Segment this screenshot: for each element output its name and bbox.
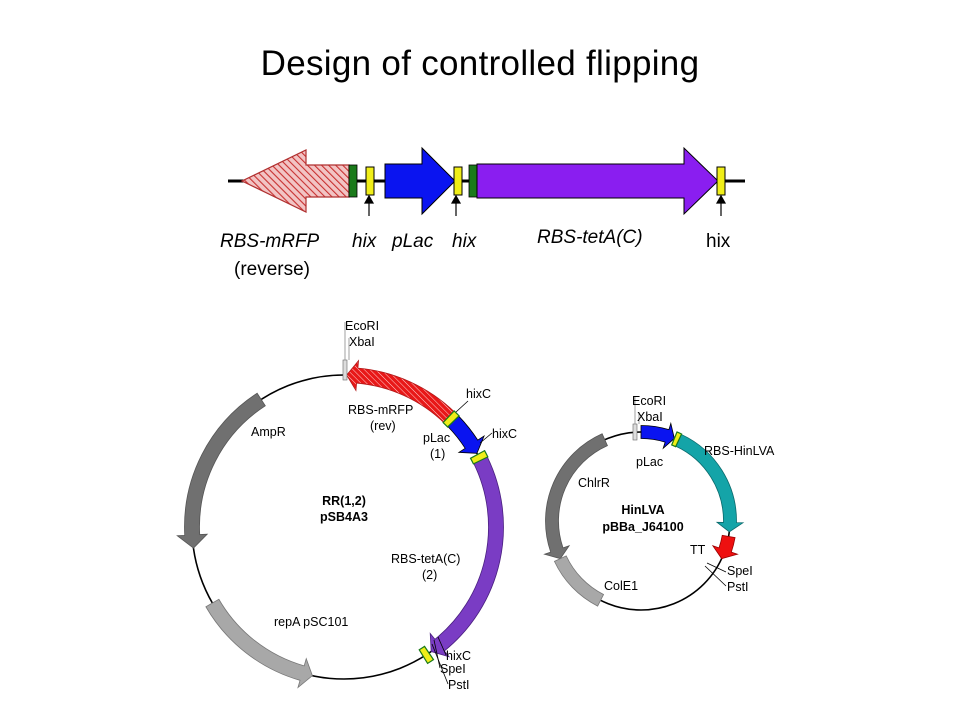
left-rev-label: (rev)	[370, 419, 396, 433]
left-psti-label: PstI	[448, 678, 470, 692]
label-plac: pLac	[391, 231, 434, 252]
left-spei-label: SpeI	[440, 662, 466, 676]
hinlva-arrow	[675, 433, 745, 533]
rbs-site-right	[670, 431, 683, 448]
psti-leader	[431, 643, 449, 685]
rbs-block-1	[348, 164, 358, 198]
right-tt-label: TT	[690, 543, 706, 557]
right-ecori-label: EcoRI	[632, 394, 666, 408]
left-hixc-mid-label: hixC	[492, 427, 517, 441]
label-rbs-teta: RBS-tetA(C)	[537, 227, 643, 248]
label-rbs-mrfp: RBS-mRFP	[220, 231, 320, 252]
hixc-mid-leader	[479, 432, 493, 444]
right-rbs-hinlva-label: RBS-HinLVA	[704, 444, 775, 458]
plac-arrow	[384, 146, 456, 216]
left-xbai-label: XbaI	[349, 335, 375, 349]
rbs-block-2	[468, 164, 478, 198]
spei-leader	[433, 639, 441, 669]
teta-arrow	[476, 146, 719, 216]
right-ecori-site-marker	[632, 423, 638, 441]
hixc-site-mid	[469, 449, 489, 465]
left-rbs-mrfp-label: RBS-mRFP	[348, 403, 413, 417]
chlrr-arrow	[543, 433, 608, 560]
cole1-arrow	[553, 555, 605, 607]
hix-block-2	[453, 166, 463, 196]
plac-right-arrow	[640, 421, 675, 450]
label-hix-3: hix	[706, 231, 731, 252]
hix-block-1	[365, 166, 375, 196]
label-reverse: (reverse)	[234, 259, 310, 280]
left-plasmid-name: RR(1,2)	[322, 494, 366, 508]
ampr-arrow	[176, 392, 266, 549]
page-title: Design of controlled flipping	[260, 44, 700, 83]
teta-plasmid-arrow	[429, 456, 504, 658]
mrfp-arrow	[240, 149, 350, 213]
plac-plasmid-arrow	[447, 415, 485, 454]
left-ecori-label: EcoRI	[345, 319, 379, 333]
left-hixc-bot-label: hixC	[446, 649, 471, 663]
left-repa-label: repA pSC101	[274, 615, 348, 629]
hix-pointer-3	[715, 194, 727, 216]
right-psti-leader	[704, 565, 727, 587]
hix-pointer-2	[450, 194, 462, 216]
tt-terminator	[711, 534, 739, 560]
right-plasmid-backbone: pBBa_J64100	[602, 520, 683, 534]
hixc-top-leader	[455, 400, 469, 413]
right-chlrr-label: ChlrR	[578, 476, 610, 490]
hix-block-3	[716, 166, 726, 196]
right-spei-leader	[706, 562, 727, 573]
right-psti-label: PstI	[727, 580, 749, 594]
plasmid-left: EcoRI XbaI hixC RBS-mRFP (rev) pLac (1) …	[176, 319, 517, 692]
left-plasmid-backbone: pSB4A3	[320, 510, 368, 524]
linear-construct: RBS-mRFP hix pLac hix RBS-tetA(C) hix (r…	[220, 146, 745, 280]
left-rbs-teta-label: RBS-tetA(C)	[391, 552, 460, 566]
hix-pointer-1	[363, 194, 375, 216]
left-teta-num-label: (2)	[422, 568, 437, 582]
hixc-site-top	[442, 410, 460, 428]
left-plac-num-label: (1)	[430, 447, 445, 461]
label-hix-1: hix	[352, 231, 378, 252]
repa-arrow	[205, 598, 313, 689]
label-hix-2: hix	[452, 231, 478, 252]
hixc-bot-leader	[437, 636, 447, 656]
left-ampr-label: AmpR	[251, 425, 286, 439]
right-spei-label: SpeI	[727, 564, 753, 578]
left-plac-label: pLac	[423, 431, 450, 445]
hixc-site-bot	[418, 645, 435, 665]
plasmid-right: EcoRI XbaI pLac RBS-HinLVA ChlrR HinLVA …	[543, 394, 775, 611]
right-plac-label: pLac	[636, 455, 663, 469]
ecori-site-marker	[342, 359, 348, 381]
right-plasmid-name: HinLVA	[621, 503, 664, 517]
left-hixc-top-label: hixC	[466, 387, 491, 401]
right-cole1-label: ColE1	[604, 579, 638, 593]
right-xbai-label: XbaI	[637, 410, 663, 424]
